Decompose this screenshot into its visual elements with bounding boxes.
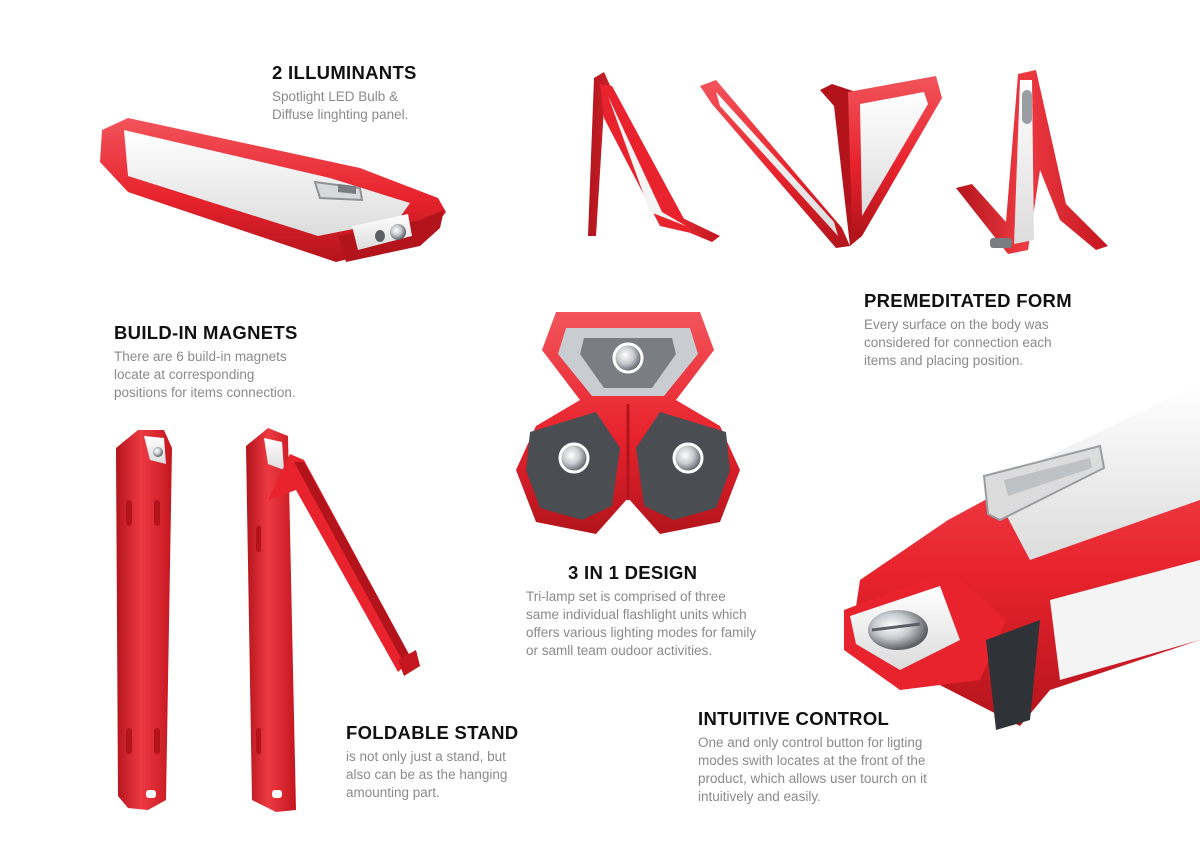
section-title: INTUITIVE CONTROL [698,708,890,729]
trilamp-render [516,312,740,534]
section-body: Spotlight LED Bulb & Diffuse linghting p… [272,89,409,122]
section-body: Tri-lamp set is comprised of three same … [526,589,757,658]
section-title: PREMEDITATED FORM [864,290,1072,311]
section-title: 3 IN 1 DESIGN [568,562,698,583]
section-premeditated: PREMEDITATED FORM Every surface on the b… [864,290,1072,370]
section-body: is not only just a stand, but also can b… [346,749,508,800]
stand-pose-tent [956,70,1108,254]
section-title: BUILD-IN MAGNETS [114,322,298,343]
flashlight-top-view [100,118,446,262]
section-intuitive: INTUITIVE CONTROL One and only control b… [698,708,927,806]
section-title: FOLDABLE STAND [346,722,519,743]
control-closeup-render [844,384,1200,730]
section-body: Every surface on the body was considered… [864,317,1052,368]
section-foldable: FOLDABLE STAND is not only just a stand,… [346,722,518,802]
section-title: 2 ILLUMINANTS [272,62,417,83]
stand-pose-vee [700,76,942,248]
side-view-stand-open [246,428,420,812]
section-illuminants: 2 ILLUMINANTS Spotlight LED Bulb & Diffu… [272,62,417,124]
section-magnets: BUILD-IN MAGNETS There are 6 build-in ma… [114,322,298,402]
section-three-in-one-body: Tri-lamp set is comprised of three same … [526,588,756,660]
section-body: One and only control button for ligting … [698,735,927,804]
side-view-closed [116,430,172,810]
section-body: There are 6 build-in magnets locate at c… [114,349,296,400]
section-three-in-one: 3 IN 1 DESIGN [568,562,697,588]
stand-pose-lean [588,72,720,242]
